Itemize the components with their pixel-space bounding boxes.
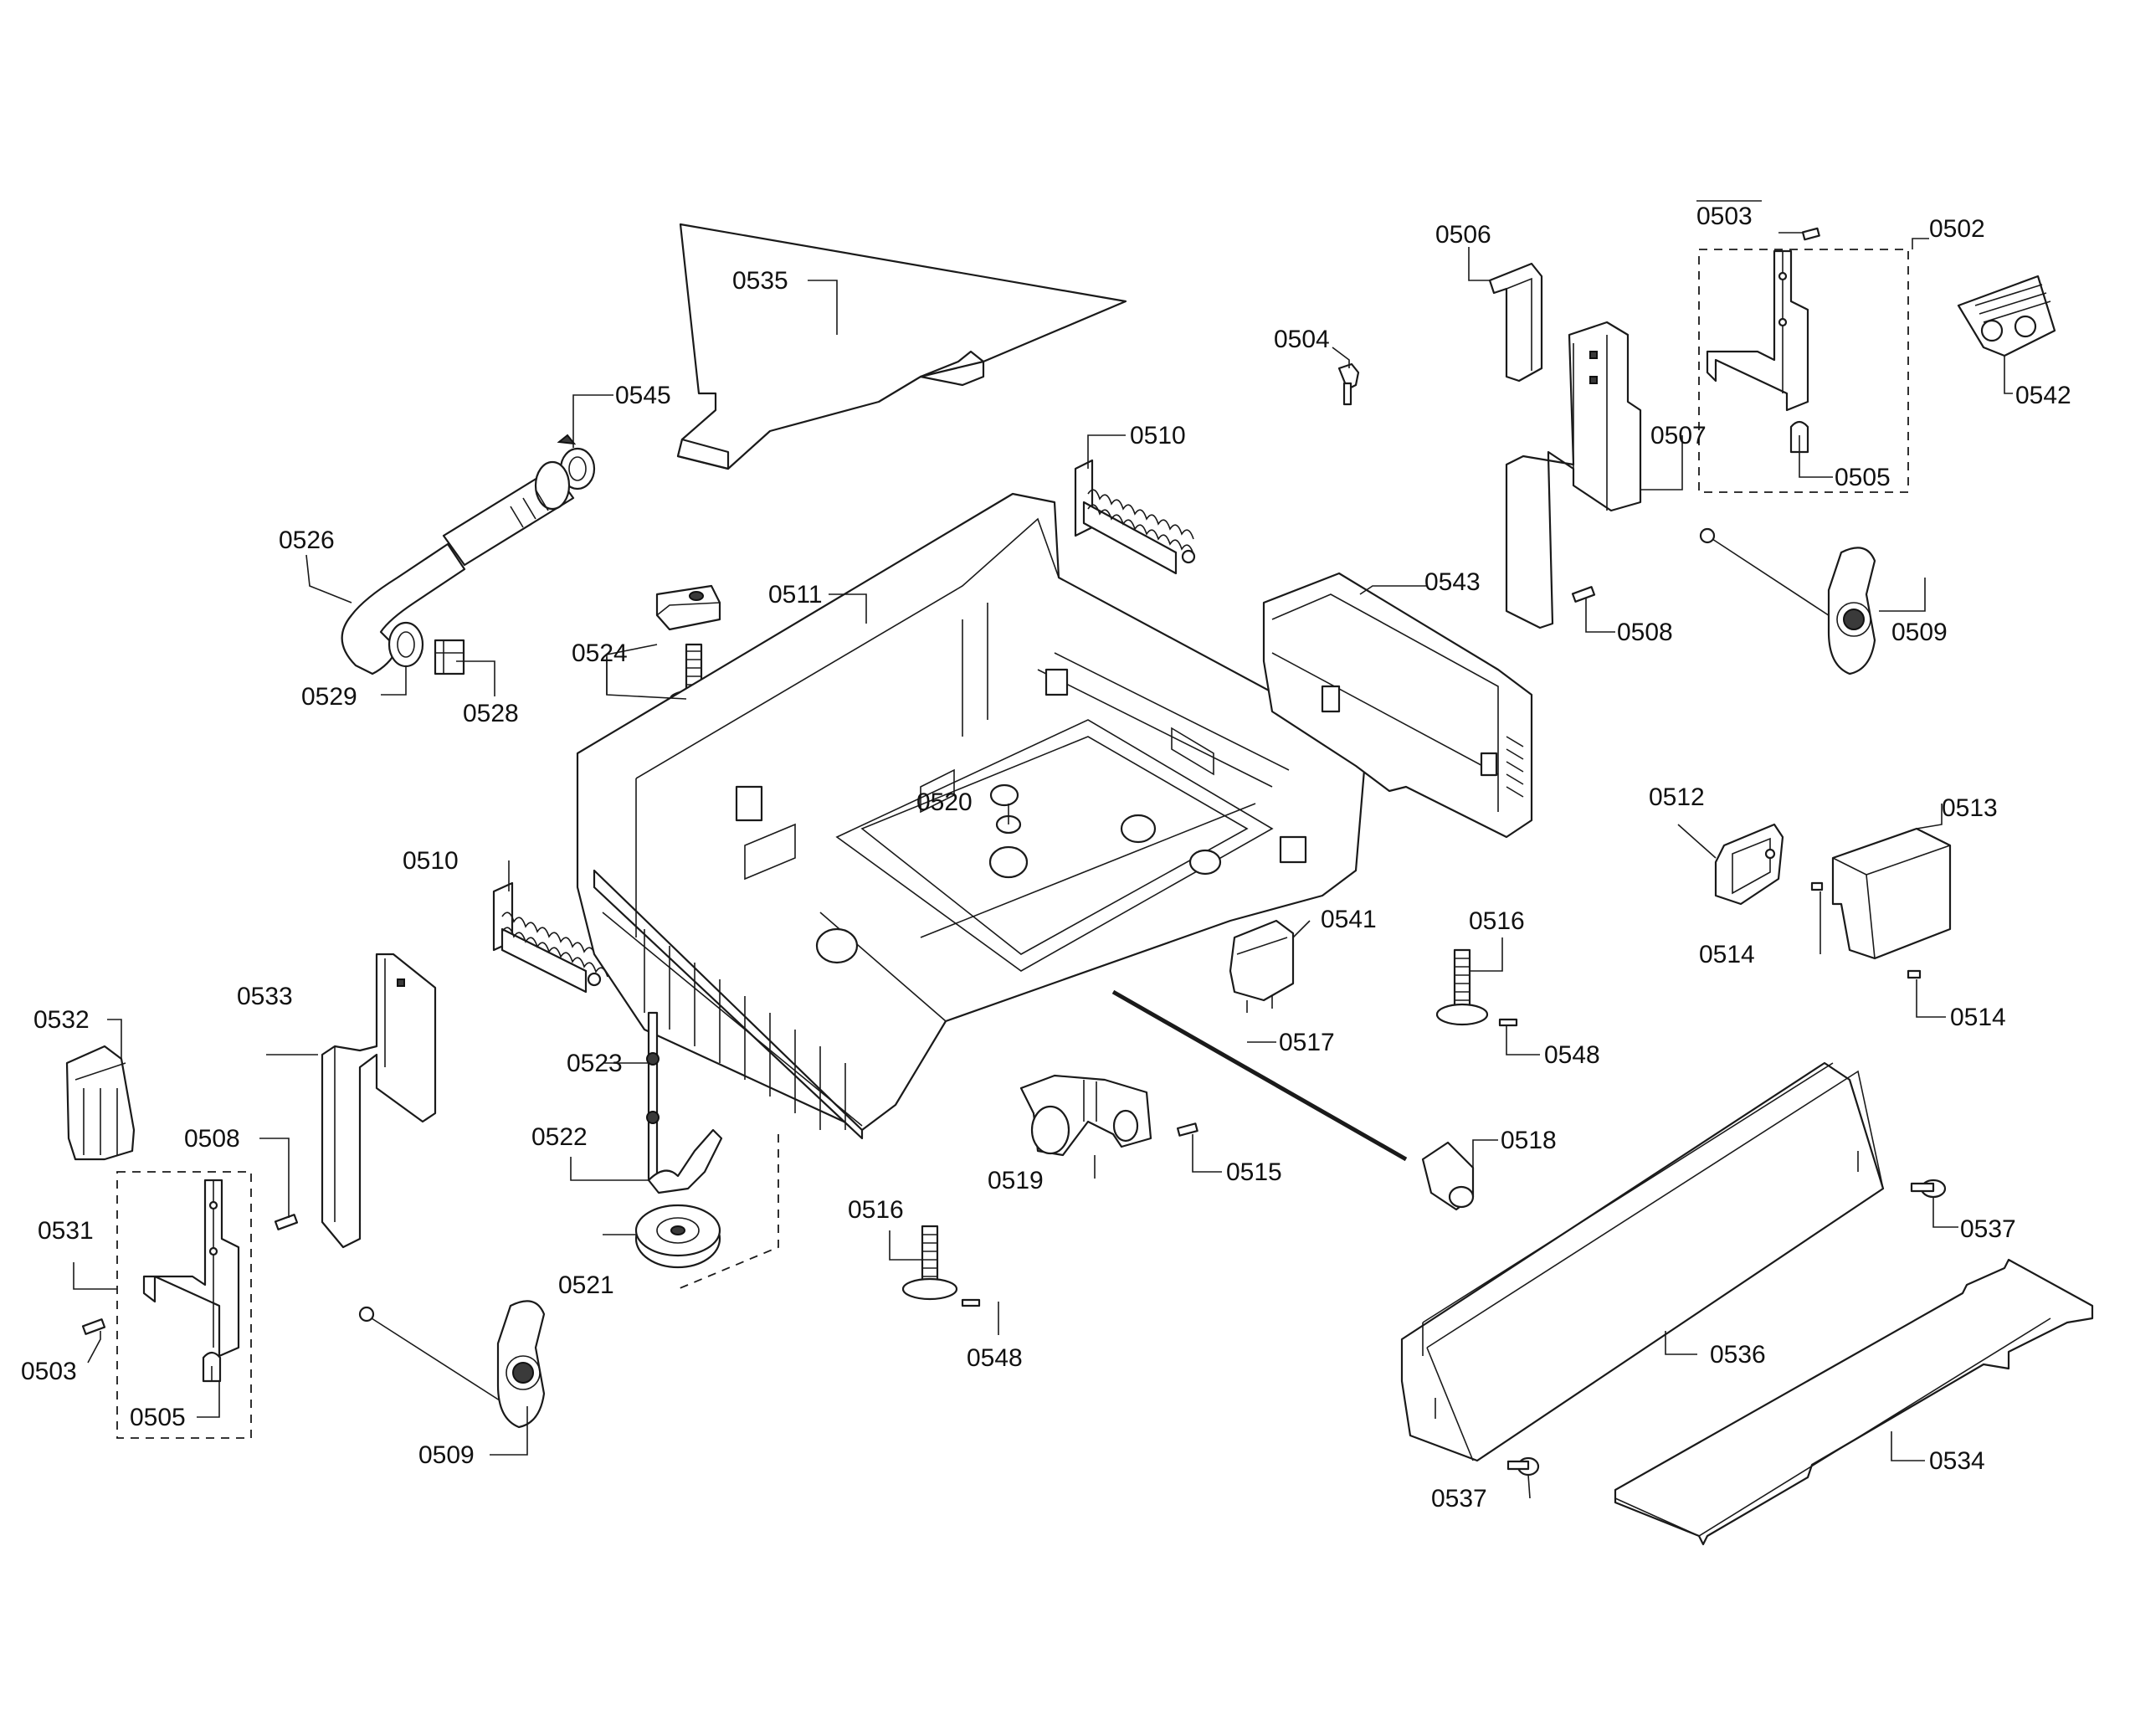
part-0548-clip-a (1498, 1018, 1518, 1027)
part-0503-screw-top (1801, 227, 1820, 241)
part-0505-clip-top (1789, 420, 1809, 454)
callout-0506: 0506 (1435, 221, 1491, 249)
part-0508-screw-upper (1571, 586, 1596, 603)
part-0514-screw-b (1907, 969, 1922, 979)
callout-0504: 0504 (1274, 326, 1330, 353)
part-0516-leveling-foot-a (1435, 948, 1489, 1026)
callout-0548-lower: 0548 (967, 1344, 1023, 1372)
part-0504-sensor (1337, 362, 1360, 406)
part-0532-end-cap (65, 1045, 136, 1161)
callout-0510-lower: 0510 (403, 847, 459, 875)
part-0524-support-block (655, 584, 721, 631)
part-0509-float-switch-lower (358, 1300, 546, 1429)
leader-lines (73, 232, 2013, 1499)
callout-0511: 0511 (768, 581, 823, 609)
callout-0503-lower: 0503 (21, 1358, 77, 1385)
callout-0518: 0518 (1501, 1127, 1557, 1154)
callout-0507: 0507 (1650, 422, 1707, 449)
part-0509-float-switch-upper (1699, 527, 1876, 675)
callout-0531: 0531 (38, 1217, 94, 1245)
part-0511-base-tub (576, 492, 1366, 1140)
part-0533-side-bracket (321, 953, 437, 1249)
callout-0509-upper: 0509 (1891, 619, 1948, 646)
callout-0522: 0522 (531, 1123, 588, 1151)
part-0519-inlet-valve (1019, 1074, 1152, 1157)
callout-0523: 0523 (567, 1050, 623, 1077)
callout-0505-lower: 0505 (130, 1404, 186, 1431)
callout-0508-upper: 0508 (1617, 619, 1673, 646)
part-0515-screw (1176, 1122, 1198, 1137)
part-0526-drain-hose (341, 460, 575, 675)
part-0534-bottom-panel (1614, 1258, 2094, 1546)
group-0531-dashed-box (116, 1171, 252, 1439)
callout-0543: 0543 (1424, 568, 1481, 596)
callout-0521: 0521 (558, 1271, 614, 1299)
callout-0515: 0515 (1226, 1158, 1282, 1186)
part-0510-spring-lower (492, 881, 608, 994)
callout-0537-upper: 0537 (1960, 1215, 2016, 1243)
part-0512-cover (1714, 823, 1784, 906)
callout-labels: 0535 0545 0526 0529 0528 0524 0511 0510 … (21, 200, 2071, 1513)
callout-0535: 0535 (732, 267, 788, 295)
part-0537-screw-a (1910, 1179, 1947, 1199)
callout-0510-upper: 0510 (1130, 422, 1186, 449)
callout-0536: 0536 (1710, 1341, 1766, 1369)
callout-0513: 0513 (1942, 794, 1998, 822)
part-0536-kick-panel (1400, 1061, 1885, 1462)
part-0503-screw-lower (81, 1318, 106, 1335)
part-0502-bracket (1706, 249, 1809, 412)
callout-0503-top: 0503 (1696, 203, 1753, 230)
callout-0541: 0541 (1321, 906, 1377, 933)
callout-0519: 0519 (988, 1167, 1044, 1194)
part-0510-spring-upper (1074, 459, 1196, 575)
part-0529-hose-clamp (388, 621, 424, 668)
callout-0529: 0529 (301, 683, 357, 711)
callout-0520: 0520 (916, 788, 973, 816)
callout-0533: 0533 (237, 983, 293, 1010)
callout-0528: 0528 (463, 700, 519, 727)
callout-0514-a: 0514 (1699, 941, 1755, 968)
callout-0509-lower: 0509 (418, 1441, 475, 1469)
part-0508-screw-lower (274, 1214, 299, 1230)
callout-0508-lower: 0508 (184, 1125, 240, 1153)
callout-0514-b: 0514 (1950, 1004, 2006, 1031)
part-0518-knob (1421, 1141, 1475, 1211)
part-0521-impeller (634, 1204, 721, 1269)
dashed-ref-0511 (677, 1134, 779, 1290)
part-0517-rod (1111, 989, 1408, 1162)
part-0541-drain-pump (1229, 919, 1295, 1013)
callout-0517: 0517 (1279, 1029, 1335, 1056)
callout-0526: 0526 (279, 526, 335, 554)
callout-0545: 0545 (615, 382, 671, 409)
part-0537-screw-b (1506, 1456, 1540, 1477)
callout-0532: 0532 (33, 1006, 90, 1034)
part-0542-control-board (1957, 275, 2056, 357)
callout-0516-lower: 0516 (848, 1196, 904, 1224)
part-0516-leveling-foot-b (901, 1225, 958, 1301)
part-0548-clip-b (961, 1298, 981, 1307)
callout-0534: 0534 (1929, 1447, 1985, 1475)
callout-0505-top: 0505 (1835, 464, 1891, 491)
part-0528-clip (434, 639, 465, 675)
part-0505-clip-lower (202, 1351, 222, 1383)
callout-0512: 0512 (1649, 783, 1705, 811)
part-0522-sensor (647, 1128, 723, 1194)
part-0513-cover-box (1831, 827, 1952, 960)
callout-0548-upper: 0548 (1544, 1041, 1600, 1069)
callout-0537-lower: 0537 (1431, 1485, 1487, 1513)
part-0514-screw-a (1810, 881, 1824, 891)
part-0506-bracket (1488, 262, 1543, 383)
part-0531-bracket (142, 1179, 240, 1358)
callout-0524: 0524 (572, 639, 628, 667)
callout-0542: 0542 (2015, 382, 2071, 409)
part-0507-mounting-bracket (1505, 321, 1642, 629)
part-0543-control-module (1262, 572, 1533, 839)
part-0523-rod (646, 1011, 660, 1182)
callout-0516-upper: 0516 (1469, 907, 1525, 935)
part-0535-top-panel (676, 223, 1127, 470)
callout-0502: 0502 (1929, 215, 1985, 243)
